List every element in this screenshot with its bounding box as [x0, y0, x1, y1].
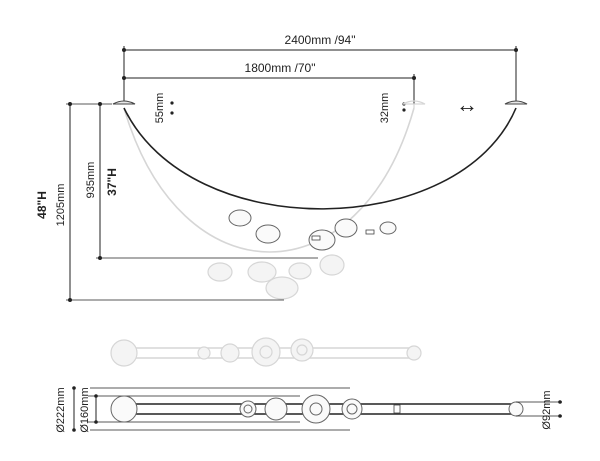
- drop-min-in-label: 37"H: [105, 168, 119, 196]
- ghost-arc: [123, 100, 426, 300]
- canopy-height-marker: [170, 101, 174, 115]
- top-view: [88, 387, 524, 431]
- width-total-dimension: 2400mm /94": [122, 33, 518, 104]
- dia-medium-dimension: [94, 394, 98, 424]
- left-canopy: [112, 100, 136, 105]
- dia-large-dimension: [72, 386, 76, 432]
- pendant-arc: [112, 100, 528, 251]
- adjust-arrow-icon: ↔: [456, 92, 478, 117]
- dia-small-label: Ø92mm: [541, 390, 553, 429]
- drop-max-in-label: 48"H: [35, 191, 49, 219]
- canopy-height-label: 55mm: [154, 93, 166, 124]
- right-canopy: [504, 100, 528, 105]
- drop-max-mm-label: 1205mm: [55, 184, 67, 227]
- drop-min-dimension: [96, 102, 318, 260]
- drop-min-mm-label: 935mm: [85, 162, 97, 199]
- width-total-label: 2400mm /94": [285, 33, 356, 47]
- dia-small-dimension: [516, 400, 562, 418]
- top-view-ghost: [110, 337, 422, 367]
- drop-max-dimension: [66, 102, 284, 302]
- width-inner-label: 1800mm /70": [245, 61, 316, 75]
- dia-medium-label: Ø160mm: [79, 387, 91, 432]
- dia-large-label: Ø222mm: [55, 387, 67, 432]
- canopy-height-small-label: 32mm: [379, 93, 391, 124]
- width-inner-dimension: 1800mm /70": [122, 61, 416, 104]
